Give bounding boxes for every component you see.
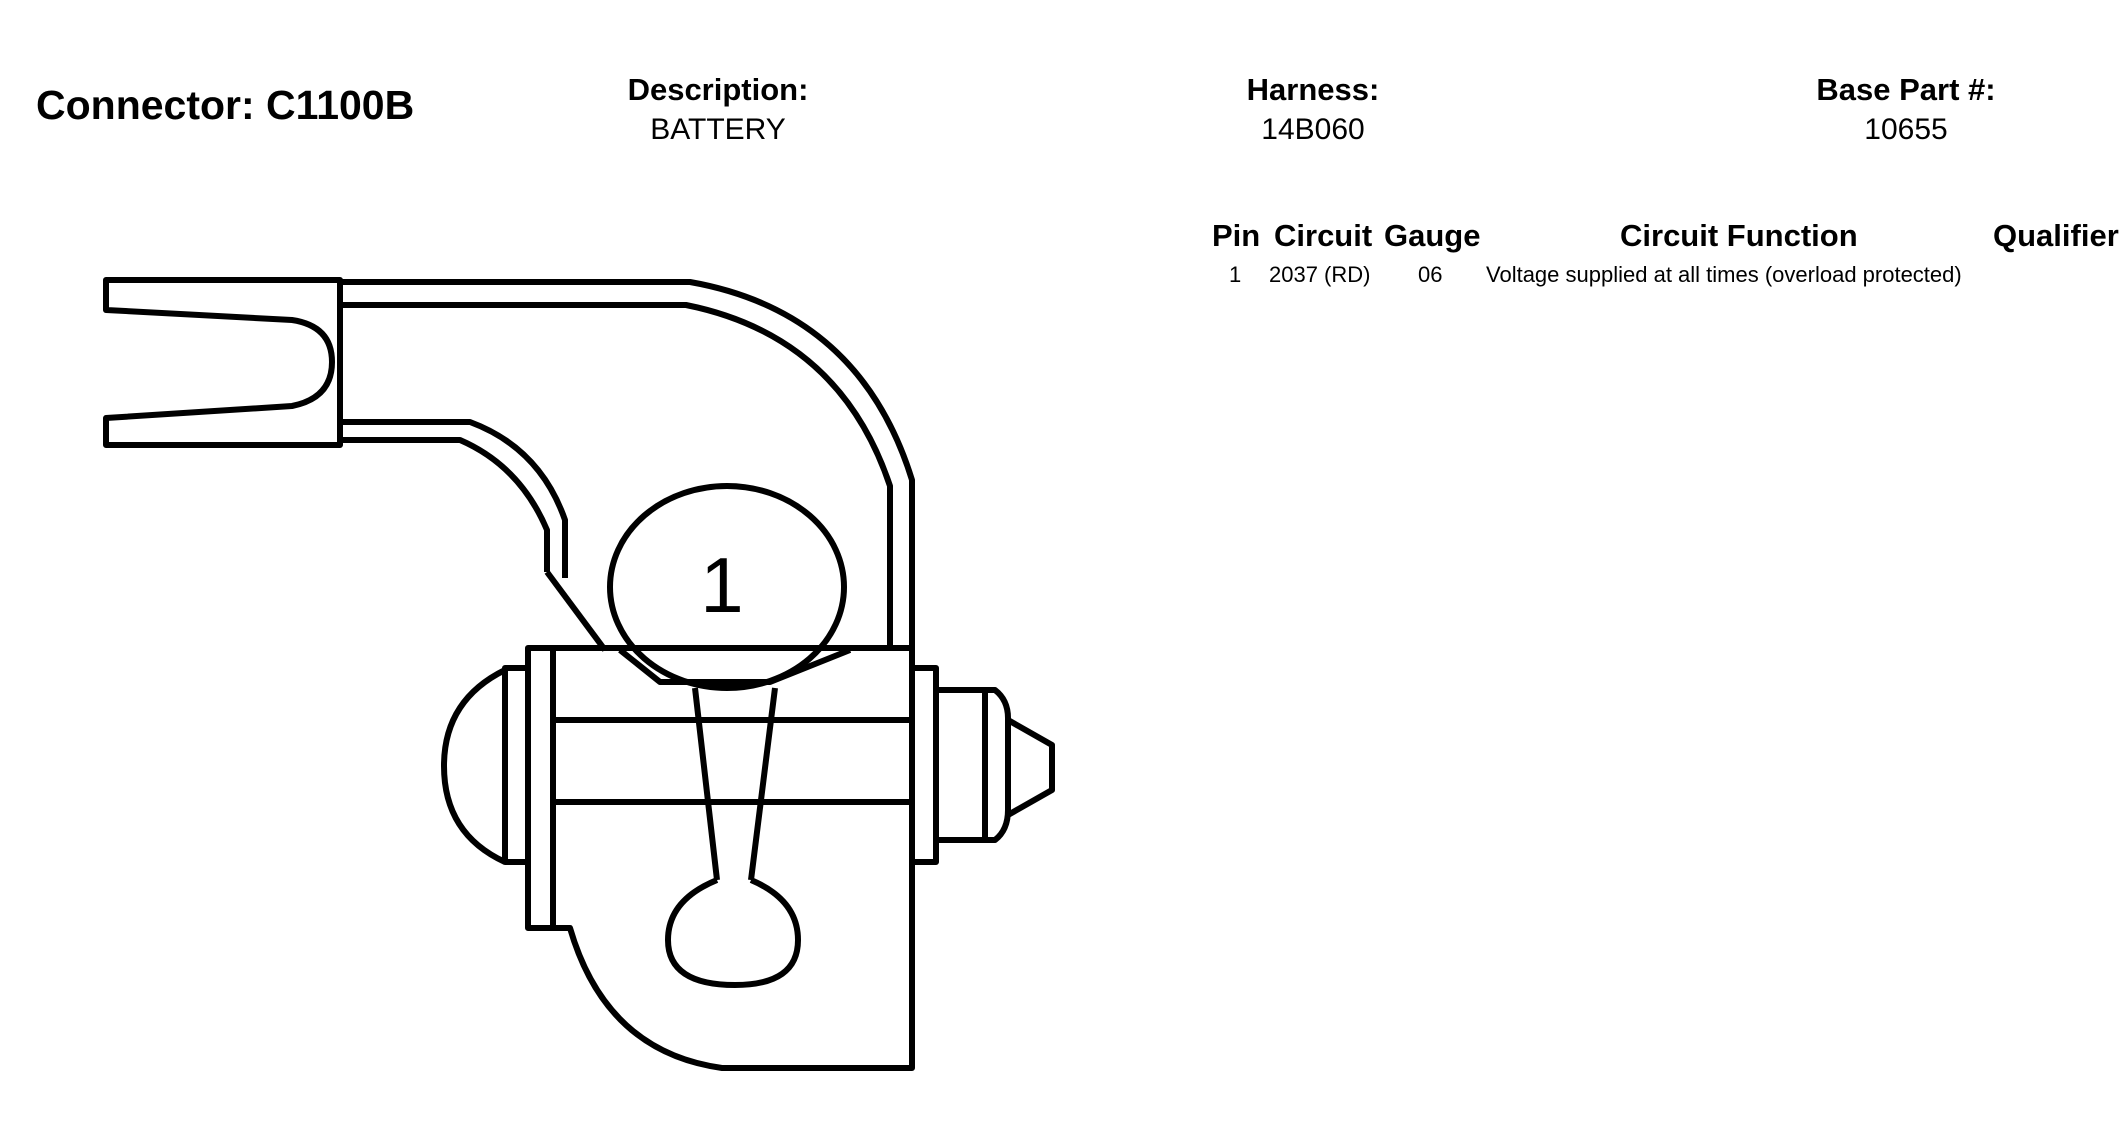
eyelet-loop xyxy=(665,877,801,988)
bolt-tip-right xyxy=(1006,717,1055,818)
upper-strap-outer xyxy=(340,279,915,650)
description-label: Description: xyxy=(627,72,809,107)
column-header-circuit: Circuit xyxy=(1274,218,1373,253)
cell-circuit: 2037 (RD) xyxy=(1269,262,1371,287)
cell-pin: 1 xyxy=(1229,262,1242,287)
clamp-shoulder xyxy=(618,647,852,685)
eyelet-stem xyxy=(692,687,778,881)
harness-label: Harness: xyxy=(1246,72,1380,107)
bolt-dome-left xyxy=(441,667,507,865)
upper-strap-inner xyxy=(340,302,893,650)
fork-terminal-outline xyxy=(103,277,343,448)
strap-diagonal xyxy=(544,570,608,652)
cell-gauge: 06 xyxy=(1418,262,1443,287)
lower-strap-outer xyxy=(340,419,568,578)
connector-face-diagram: 1 xyxy=(103,277,1055,1071)
bolt-head-left xyxy=(502,665,528,865)
column-header-qualifier: Qualifier xyxy=(1993,218,2119,253)
column-header-circuit-function: Circuit Function xyxy=(1620,218,1858,253)
harness-value: 14B060 xyxy=(1261,113,1365,146)
base-part-label: Base Part #: xyxy=(1816,72,1996,107)
pin-1-label: 1 xyxy=(700,541,743,629)
nut-hex xyxy=(936,687,1011,843)
pin-1-outline xyxy=(607,483,847,691)
lower-strap-inner xyxy=(340,437,550,572)
column-header-pin: Pin xyxy=(1212,218,1261,253)
base-part-value: 10655 xyxy=(1864,113,1948,146)
description-value: BATTERY xyxy=(650,113,786,146)
cell-circuit-function: Voltage supplied at all times (overload … xyxy=(1486,262,1962,287)
column-header-gauge: Gauge xyxy=(1384,218,1481,253)
nut-right xyxy=(912,665,939,865)
connector-title: Connector: C1100B xyxy=(36,82,415,128)
clamp-body xyxy=(525,645,915,1071)
